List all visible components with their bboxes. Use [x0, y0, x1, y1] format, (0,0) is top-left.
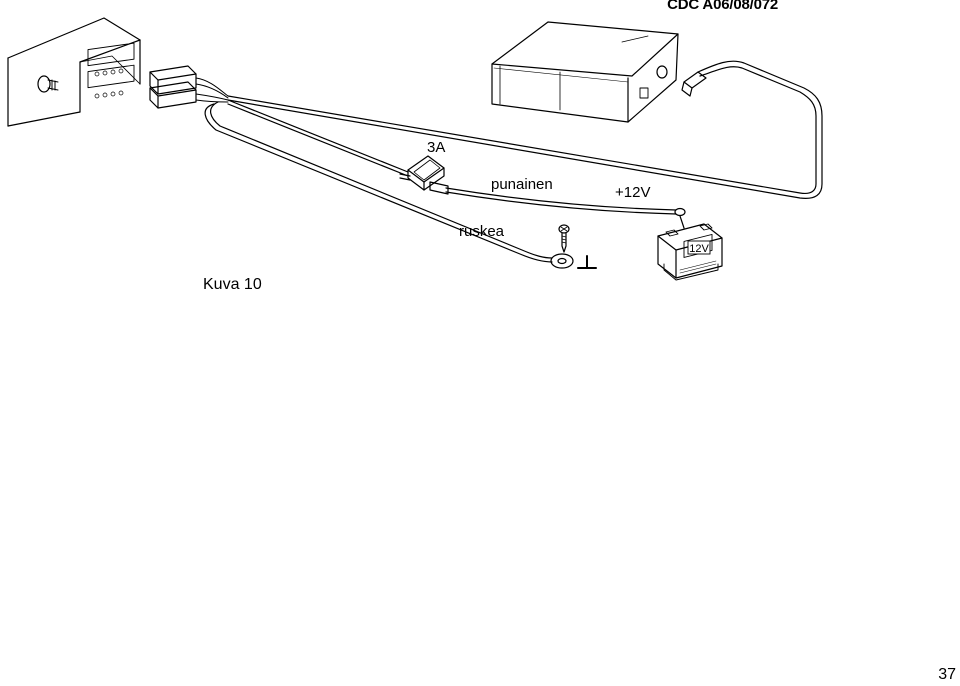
ground-screw-icon	[558, 224, 570, 253]
wiring-diagram: 12V	[7, 17, 823, 281]
brown-ground-wire	[204, 101, 553, 263]
battery-label-box	[687, 240, 711, 255]
head-unit	[7, 17, 141, 127]
ground-symbol-icon	[577, 255, 597, 269]
ground-ring-terminal	[550, 253, 574, 269]
fuse-holder	[399, 155, 449, 195]
iso-connector-plug	[149, 65, 197, 109]
cd-changer-box	[491, 21, 679, 123]
cable-plug-cdc	[681, 71, 707, 97]
brown-wire-label: ruskea	[459, 223, 505, 240]
wire-harness	[195, 77, 229, 103]
fuse-rating-label: 3A	[427, 139, 446, 156]
red-power-wire	[227, 99, 677, 215]
figure-caption: Kuva 10	[203, 276, 262, 293]
mounting-bolt-icon	[37, 75, 59, 93]
positive-voltage-label: +12V	[615, 184, 651, 201]
page-number: 37	[938, 666, 956, 683]
red-wire-label: punainen	[491, 176, 553, 193]
main-cable	[227, 60, 823, 199]
model-title: CDC A06/08/072	[667, 0, 778, 13]
ring-terminal-positive	[674, 207, 686, 229]
battery-voltage-label: 12V	[689, 243, 709, 255]
